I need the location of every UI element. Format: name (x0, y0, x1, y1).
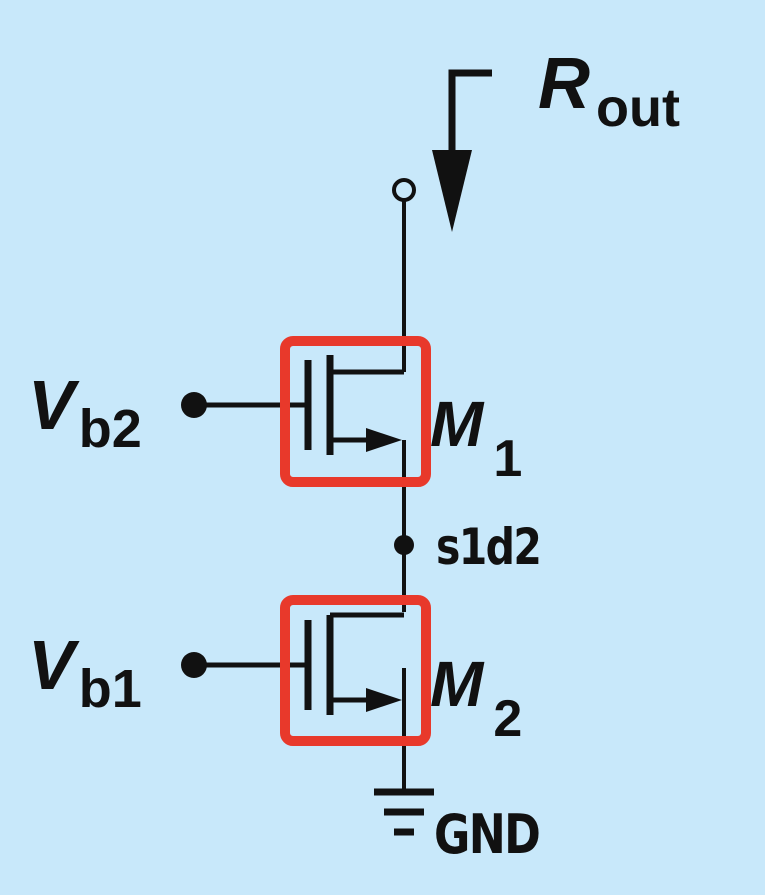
vb2-label: Vb2 (28, 366, 142, 459)
mid-node-label: s1d2 (436, 518, 542, 576)
m1-highlight-box (280, 336, 431, 487)
vb1-label: Vb1 (28, 626, 142, 719)
output-terminal (392, 178, 416, 202)
mid-node-dot (394, 535, 414, 555)
m2-highlight-box (280, 595, 431, 746)
m2-source-arrow (366, 688, 402, 712)
rout-arrow (448, 69, 492, 160)
ground-label: GND (434, 803, 541, 866)
vb2-terminal (181, 392, 207, 418)
m1-source-arrow (366, 428, 402, 452)
vb1-terminal (181, 652, 207, 678)
rout-arrowhead (432, 150, 472, 232)
ground-icon (374, 788, 434, 836)
